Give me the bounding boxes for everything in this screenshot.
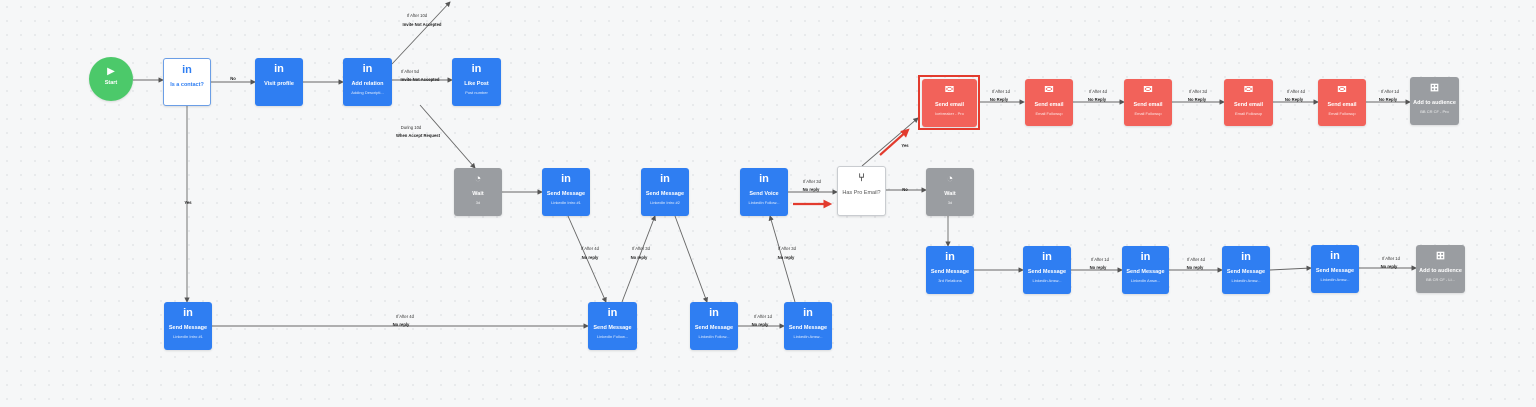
clock-icon: ◔ (946, 173, 954, 185)
send-email-node-1[interactable]: ✉ Send email Icebreaker - Pro (922, 79, 977, 127)
is-connect-node[interactable]: in Is a contact? (163, 58, 211, 106)
edge-label-after-3d-b: If After 3d (632, 246, 650, 251)
edge-label-after-4d-a: If After 4d (581, 246, 599, 251)
send-message-row-node-2[interactable]: in Send Message LinkedIn Answ... (1023, 246, 1071, 294)
linkedin-icon: in (362, 63, 373, 75)
edge-label-after-4d-r3: If After 4d (1187, 257, 1205, 262)
send-message-node-c[interactable]: in Send Message LinkedIn Follow... (588, 302, 637, 350)
linkedin-icon: in (1330, 250, 1340, 262)
edge-label-no-reply-r3: No reply (1186, 265, 1204, 270)
edge-label-after-1d-d: If After 1d (754, 314, 772, 319)
edge-label-after-4d-e2: If After 4d (1089, 89, 1107, 94)
linkedin-icon: in (607, 307, 618, 319)
mail-icon: ✉ (944, 84, 955, 96)
edge-label-no-reply-b: No reply (630, 255, 648, 260)
edge-label-no-reply-bottom: No reply (392, 322, 410, 327)
mail-icon: ✉ (1337, 84, 1347, 96)
send-message-node-bottom[interactable]: in Send Message LinkedIn Intro #1 (164, 302, 212, 350)
send-message-node-a[interactable]: in Send Message LinkedIn Intro #1 (542, 168, 590, 216)
edge-label-yes: Yes (184, 200, 192, 205)
audience-icon: ⊞ (1429, 82, 1440, 94)
mail-icon: ✉ (1243, 84, 1254, 96)
linkedin-icon: in (759, 173, 769, 185)
linkedin-icon: in (660, 173, 670, 185)
mail-icon: ✉ (1143, 84, 1153, 96)
linkedin-icon: in (1241, 251, 1251, 263)
edge-label-no-reply-d: No reply (751, 322, 769, 327)
edge-label-yes-email: Yes (901, 143, 909, 148)
linkedin-icon: in (1140, 251, 1151, 263)
edge-label-no-reply-r5: No reply (1380, 264, 1398, 269)
send-voice-node[interactable]: in Send Voice LinkedIn Follow... (740, 168, 788, 216)
edge-label-after-5d: If After 5d (401, 69, 419, 74)
edge-label-no-reply-e2: No Reply (1087, 97, 1107, 102)
edge-label-after-4d-bottom: If After 4d (396, 314, 414, 319)
send-message-row-node-1[interactable]: in Send Message 3rd Relations (926, 246, 974, 294)
like-post-node[interactable]: in Like Post Post number (452, 58, 501, 106)
selected-node-highlight (918, 75, 980, 130)
send-message-row-node-5[interactable]: in Send Message LinkedIn Answ... (1311, 245, 1359, 293)
linkedin-icon: in (183, 307, 193, 319)
edge-label-no-reply-r2: No reply (1089, 265, 1107, 270)
wait-node-1[interactable]: ◔ Wait 3d (454, 168, 502, 216)
visit-profile-node[interactable]: in Visit profile (255, 58, 303, 106)
clock-icon: ◔ (474, 173, 482, 185)
edge-label-invite-not-accepted: Invite Not Accepted (402, 22, 442, 27)
send-email-node-4[interactable]: ✉ Send email Email Followup (1224, 79, 1273, 126)
edge-label-no-reply-e4: No Reply (1284, 97, 1304, 102)
add-to-audience-node-1[interactable]: ⊞ Add to audience BB CR CF - Pro (1410, 77, 1459, 125)
linkedin-icon: in (709, 307, 719, 319)
send-message-node-b[interactable]: in Send Message LinkedIn Intro #2 (641, 168, 689, 216)
branch-icon: ⑂ (858, 172, 865, 184)
edge-label-during-10d: During 10d (400, 125, 422, 130)
send-message-row-node-3[interactable]: in Send Message LinkedIn Answ... (1122, 246, 1169, 294)
linkedin-icon: in (471, 63, 482, 75)
linkedin-icon: in (182, 64, 192, 76)
add-to-audience-node-2[interactable]: ⊞ Add to audience BB CR CF - Li... (1416, 245, 1465, 293)
edge-label-no-reply-e1: No Reply (989, 97, 1009, 102)
edge-label-after-3d-e3: If After 3d (1189, 89, 1207, 94)
send-email-node-5[interactable]: ✉ Send email Email Followup (1318, 79, 1366, 126)
linkedin-icon: in (561, 173, 571, 185)
edge-label-after-3d-voice: If After 3d (803, 179, 821, 184)
linkedin-icon: in (803, 307, 813, 319)
edge-label-no-reply-a: No reply (581, 255, 599, 260)
edge-label-when-accept-request: When Accept Request (395, 133, 441, 138)
edge-label-no-reply-e3: No Reply (1187, 97, 1207, 102)
edge-label-invite-not-accepted-2: Invite Not Accepted (400, 77, 440, 82)
edge-label-after-10d: If After 10d (406, 13, 428, 18)
edge-label-after-3d-e: If After 3d (778, 246, 796, 251)
audience-icon: ⊞ (1435, 250, 1446, 262)
edge-label-no-email: No (902, 187, 908, 192)
send-message-node-e[interactable]: in Send Message LinkedIn Answ... (784, 302, 832, 350)
linkedin-icon: in (1042, 251, 1052, 263)
send-message-row-node-4[interactable]: in Send Message LinkedIn Answ... (1222, 246, 1270, 294)
mail-icon: ✉ (1044, 84, 1054, 96)
has-pro-email-node[interactable]: ⑂ Has Pro Email? (837, 166, 886, 216)
start-node[interactable]: ▶ Start (89, 57, 133, 101)
edge-label-no-reply-e5: No Reply (1378, 97, 1398, 102)
send-message-node-d[interactable]: in Send Message LinkedIn Follow... (690, 302, 738, 350)
edge-label-after-1d-r5: If After 1d (1382, 256, 1400, 261)
edge-label-after-1d-e1: If After 1d (992, 89, 1010, 94)
linkedin-icon: in (945, 251, 955, 263)
play-icon: ▶ (107, 66, 115, 77)
linkedin-icon: in (274, 63, 284, 75)
send-email-node-3[interactable]: ✉ Send email Email Followup (1124, 79, 1172, 126)
edge-label-after-1d-e5: If After 1d (1381, 89, 1399, 94)
add-relation-node[interactable]: in Add relation Adding Descripti... (343, 58, 392, 106)
send-email-node-2[interactable]: ✉ Send email Email Followup (1025, 79, 1073, 126)
edge-label-after-1d-r2: If After 1d (1091, 257, 1109, 262)
edge-label-no-reply-voice: No reply (802, 187, 820, 192)
edge-label-no: No (230, 76, 236, 81)
edge-label-after-4d-e4: If After 4d (1287, 89, 1305, 94)
wait-node-2[interactable]: ◔ Wait 3d (926, 168, 974, 216)
edge-label-no-reply-e: No reply (777, 255, 795, 260)
